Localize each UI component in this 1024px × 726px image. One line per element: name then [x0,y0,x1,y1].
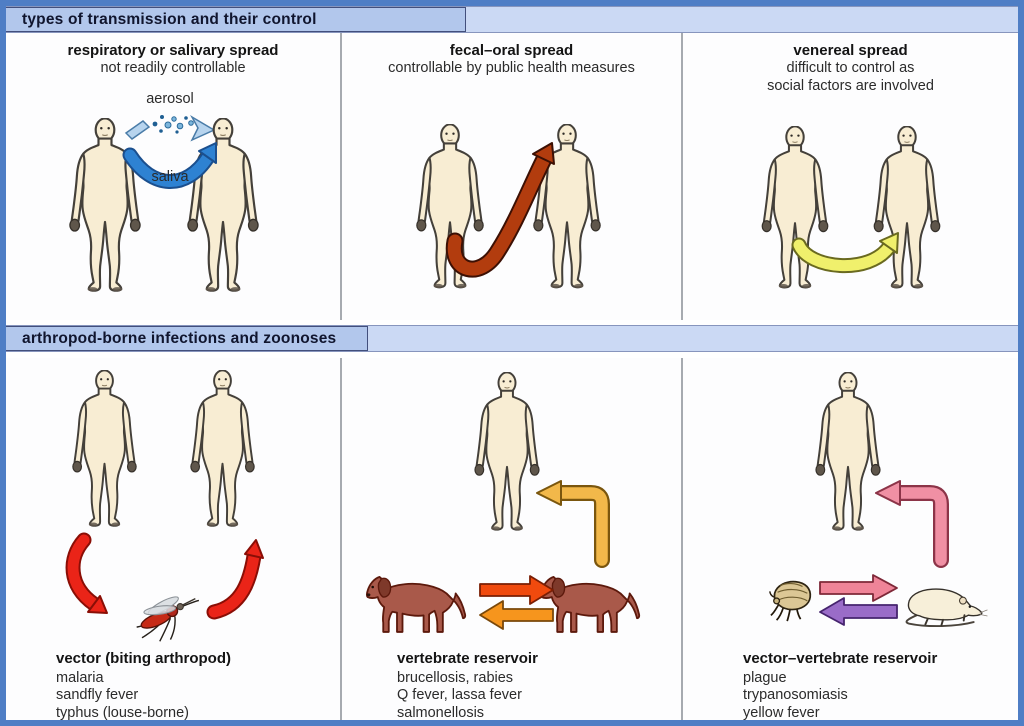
disease-item: salmonellosis [397,704,485,721]
panel-fecal-oral-spread: fecal–oral spread controllable by public… [342,33,681,320]
reservoir-to-human-arrow-icon [536,480,610,568]
dog-icon [365,576,467,633]
rat-icon [905,588,988,628]
banner-transmission-types-label: types of transmission and their control [22,10,317,28]
panel-venereal-spread: venereal spread difficult to control as … [683,33,1018,320]
panel-subtitle: not readily controllable [100,60,246,76]
banner-transmission-types-box: types of transmission and their control [6,7,466,32]
panel-title: venereal spread [793,42,908,59]
panel-divider [340,33,342,320]
panel-respiratory-spread: respiratory or salivary spread not readi… [6,33,340,320]
panel-vector-vertebrate-reservoir: vector–vertebrate reservoir plague trypa… [683,358,1018,720]
fecal-oral-arrow-icon [445,142,555,278]
panel-title: respiratory or salivary spread [67,42,279,59]
dog-to-dog-arrow-icon [479,575,554,605]
human-figure-icon [69,370,140,536]
flea-rat-arrows [819,574,898,626]
vector-vertebrate-to-human-arrow-icon [875,480,949,568]
saliva-label: saliva [151,169,189,185]
banner-zoonoses-box: arthropod-borne infections and zoonoses [6,326,368,351]
mosquito-icon [136,596,200,642]
disease-list-vertebrate: vertebrate reservoir brucellosis, rabies… [397,650,538,720]
panel-subtitle: social factors are involved [767,78,934,94]
disease-item: plague [743,669,787,686]
disease-list-vector-vertebrate: vector–vertebrate reservoir plague trypa… [743,650,937,720]
banner-zoonoses-label: arthropod-borne infections and zoonoses [22,329,337,347]
panel-vector: vector (biting arthropod) malaria sandfl… [6,358,340,720]
flea-icon [769,580,812,622]
dog-to-dog-return-arrow-icon [479,600,554,630]
disease-item: malaria [56,669,104,686]
aerosol-label: aerosol [146,91,194,107]
aerosol-arrow-icon [124,114,216,142]
row-zoonoses: vector (biting arthropod) malaria sandfl… [6,358,1018,720]
dog-to-dog-arrows [479,575,554,630]
banner-zoonoses-wrap: arthropod-borne infections and zoonoses [6,320,1018,358]
venereal-arrow-icon [791,232,899,274]
disease-list-title: vector (biting arthropod) [56,650,231,667]
panel-subtitle: controllable by public health measures [388,60,635,76]
panel-subtitle: difficult to control as [786,60,915,76]
disease-item: typhus (louse-borne) [56,704,189,721]
disease-item: Q fever, lassa fever [397,687,522,703]
vector-to-human-arrow-icon [206,539,264,620]
rat-to-flea-arrow-icon [819,597,898,626]
panel-divider [340,358,342,720]
disease-list-vector: vector (biting arthropod) malaria sandfl… [56,650,231,720]
disease-item: sandfly fever [56,687,139,703]
panel-divider [681,33,683,320]
disease-list-title: vector–vertebrate reservoir [743,650,938,667]
banner-transmission-types: types of transmission and their control [6,6,1018,33]
row-direct-transmission: respiratory or salivary spread not readi… [6,33,1018,320]
panel-title: fecal–oral spread [449,42,574,59]
disease-item: yellow fever [743,704,820,721]
disease-list-title: vertebrate reservoir [397,650,538,667]
flea-to-rat-arrow-icon [819,574,898,602]
banner-zoonoses: arthropod-borne infections and zoonoses [6,325,1018,352]
saliva-arrow-icon [122,142,217,189]
panel-vertebrate-reservoir: vertebrate reservoir brucellosis, rabies… [342,358,681,720]
human-figure-icon [187,370,258,536]
disease-item: trypanosomiasis [743,687,848,703]
human-to-vector-arrow-icon [65,532,108,614]
disease-item: brucellosis, rabies [397,669,514,686]
panel-divider [681,358,683,720]
